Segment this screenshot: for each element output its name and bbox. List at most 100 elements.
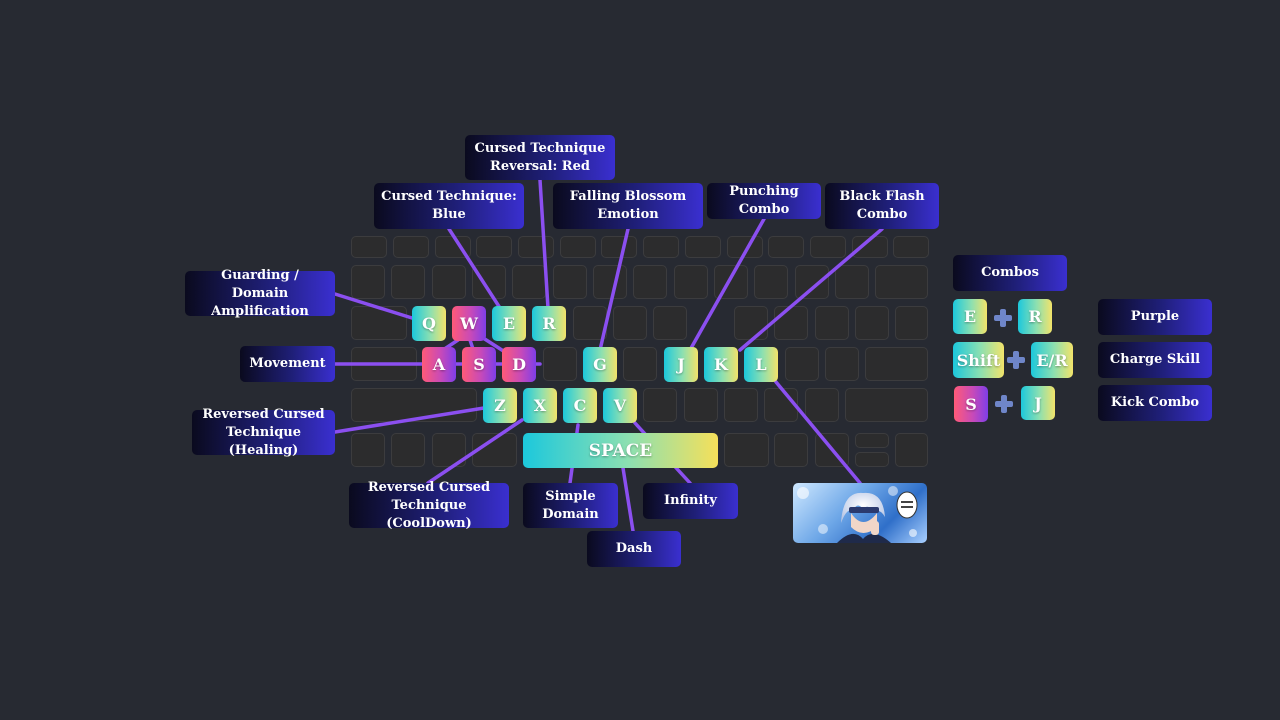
background-key xyxy=(774,433,808,467)
background-key xyxy=(613,306,647,340)
background-key xyxy=(351,265,385,299)
background-key xyxy=(432,265,466,299)
combo-purple-key-2: R xyxy=(1018,299,1052,334)
combos-title: Combos xyxy=(953,255,1067,291)
line-cooldown xyxy=(426,418,524,485)
background-key xyxy=(684,388,718,422)
line-guarding-q xyxy=(333,292,414,320)
combo-name-kick-combo: Kick Combo xyxy=(1098,385,1212,421)
key-a: A xyxy=(422,347,456,382)
background-key xyxy=(727,236,763,258)
background-key xyxy=(852,236,888,258)
combo-kick-key-1: S xyxy=(954,386,988,422)
background-key xyxy=(643,236,679,258)
key-v: V xyxy=(603,388,637,423)
background-key xyxy=(810,236,846,258)
line-black-flash xyxy=(738,227,884,352)
line-punching xyxy=(688,217,766,352)
key-r: R xyxy=(532,306,566,341)
label-simple-domain: Simple Domain xyxy=(523,483,618,528)
background-key xyxy=(543,347,577,381)
background-key xyxy=(601,236,637,258)
label-cursed-technique-red: Cursed Technique Reversal: Red xyxy=(465,135,615,180)
key-l: L xyxy=(744,347,778,382)
combo-charge-key-2: E/R xyxy=(1031,342,1073,378)
label-dash: Dash xyxy=(587,531,681,567)
character-art-image xyxy=(793,483,927,543)
background-key xyxy=(593,265,627,299)
background-arrow-key xyxy=(855,452,889,467)
line-dash xyxy=(621,466,635,533)
label-falling-blossom-emotion: Falling Blossom Emotion xyxy=(553,183,703,229)
key-g: G xyxy=(583,347,617,382)
background-key xyxy=(805,388,839,422)
plus-icon xyxy=(993,308,1013,328)
background-key xyxy=(714,265,748,299)
key-space: SPACE xyxy=(523,433,718,468)
background-key xyxy=(351,388,477,422)
background-key xyxy=(795,265,829,299)
background-key xyxy=(553,265,587,299)
background-key xyxy=(875,265,928,299)
background-key xyxy=(895,306,928,340)
background-key xyxy=(512,265,546,299)
line-red xyxy=(538,178,550,310)
background-key xyxy=(815,306,849,340)
combo-purple-key-1: E xyxy=(953,299,987,334)
background-key xyxy=(623,347,657,381)
key-j: J xyxy=(664,347,698,382)
key-x: X xyxy=(523,388,557,423)
label-reversed-cursed-cooldown: Reversed Cursed Technique (CoolDown) xyxy=(349,480,509,531)
background-key xyxy=(351,236,387,258)
plus-icon xyxy=(1006,350,1026,370)
background-key xyxy=(560,236,596,258)
plus-icon xyxy=(994,394,1014,414)
key-d: D xyxy=(502,347,536,382)
combo-kick-key-2: J xyxy=(1021,386,1055,420)
background-key xyxy=(825,347,859,381)
background-key xyxy=(764,388,798,422)
background-key xyxy=(674,265,708,299)
background-key xyxy=(734,306,768,340)
background-key xyxy=(895,433,928,467)
background-key xyxy=(768,236,804,258)
background-key xyxy=(573,306,607,340)
background-key xyxy=(391,433,425,467)
background-key xyxy=(643,388,677,422)
label-punching-combo: Punching Combo xyxy=(707,183,821,219)
line-healing xyxy=(333,406,486,434)
background-key xyxy=(815,433,849,467)
background-key xyxy=(391,265,425,299)
key-c: C xyxy=(563,388,597,423)
background-key xyxy=(685,236,721,258)
label-movement: Movement xyxy=(240,346,335,382)
combo-name-purple: Purple xyxy=(1098,299,1212,335)
background-key xyxy=(774,306,808,340)
key-q: Q xyxy=(412,306,446,341)
line-falling-blossom xyxy=(598,227,630,352)
background-arrow-key xyxy=(855,433,889,448)
background-key xyxy=(351,306,407,340)
combo-charge-key-1: Shift xyxy=(953,342,1004,378)
background-key xyxy=(633,265,667,299)
label-infinity: Infinity xyxy=(643,483,738,519)
background-key xyxy=(653,306,687,340)
gojo-character-art-icon xyxy=(797,486,918,543)
label-black-flash-combo: Black Flash Combo xyxy=(825,183,939,229)
line-blue xyxy=(447,227,502,310)
combo-name-charge-skill: Charge Skill xyxy=(1098,342,1212,378)
key-e: E xyxy=(492,306,526,341)
key-z: Z xyxy=(483,388,517,423)
background-key xyxy=(724,388,758,422)
key-k: K xyxy=(704,347,738,382)
background-key xyxy=(785,347,819,381)
label-guarding: Guarding / Domain Amplification xyxy=(185,268,335,319)
line-art xyxy=(774,380,862,485)
background-key xyxy=(754,265,788,299)
key-s: S xyxy=(462,347,496,382)
background-key xyxy=(351,433,385,467)
background-key xyxy=(893,236,929,258)
background-key xyxy=(393,236,429,258)
